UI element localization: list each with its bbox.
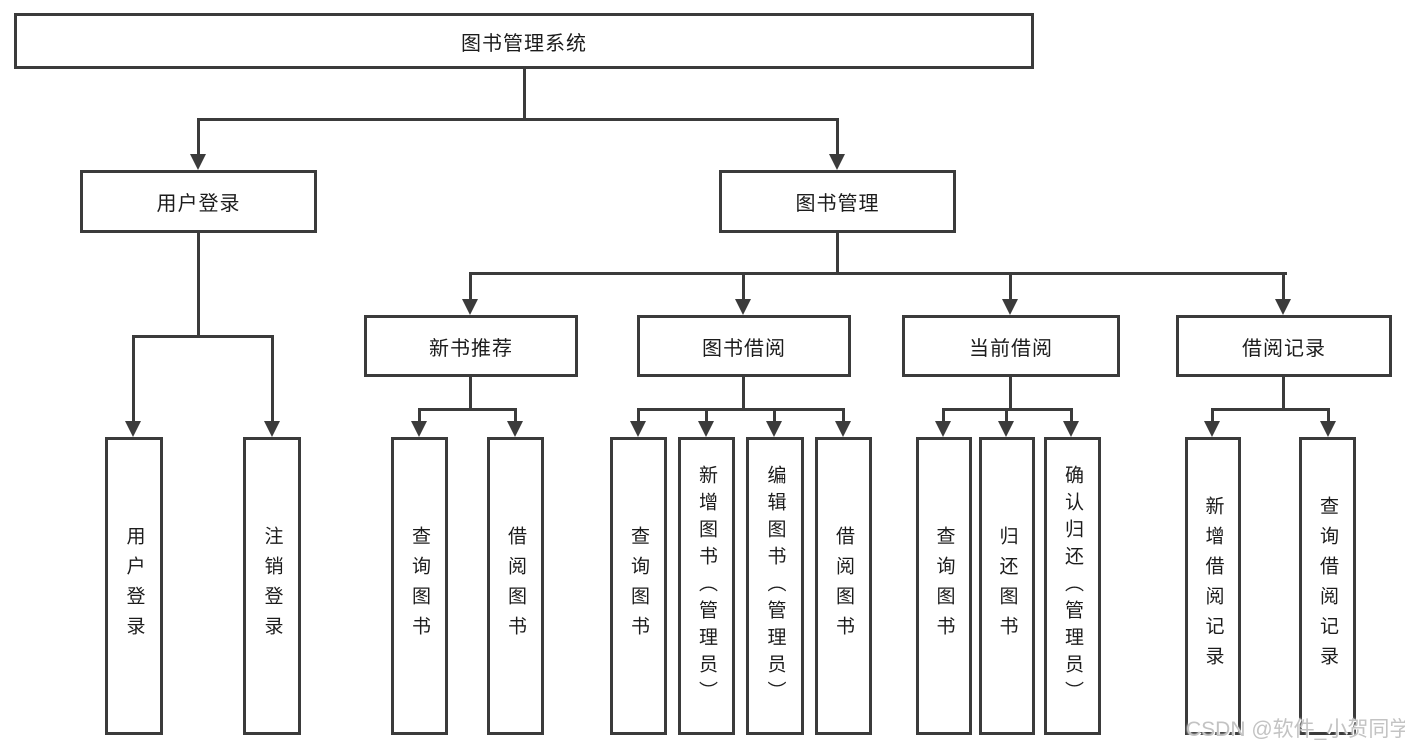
connector-line — [836, 233, 839, 272]
leaf-current-query-books: 查询图书 — [916, 437, 972, 735]
connector-line — [418, 408, 421, 421]
connector-line — [1327, 408, 1330, 421]
leaf-record-query-record: 查询借阅记录 — [1299, 437, 1356, 735]
connector-line — [514, 408, 517, 421]
connector-line — [637, 408, 845, 411]
leaf-current-return-books: 归还图书 — [979, 437, 1035, 735]
leaf-borrow-add-books-admin: 新增图书（管理员） — [678, 437, 735, 735]
leaf-label: 查询图书 — [409, 526, 430, 646]
leaf-label: 查询图书 — [933, 526, 955, 646]
connector-line — [132, 335, 274, 338]
connector-line — [705, 408, 708, 421]
arrow-down-icon — [935, 421, 951, 437]
connector-line — [469, 377, 472, 408]
connector-line — [1211, 408, 1214, 421]
connector-line — [469, 272, 472, 300]
connector-line — [742, 377, 745, 408]
arrow-down-icon — [411, 421, 427, 437]
arrow-down-icon — [1204, 421, 1220, 437]
connector-line — [1211, 408, 1330, 411]
arrow-down-icon — [462, 299, 478, 315]
arrow-down-icon — [766, 421, 782, 437]
leaf-logout: 注销登录 — [243, 437, 301, 735]
arrow-down-icon — [698, 421, 714, 437]
leaf-label: 借阅图书 — [833, 526, 854, 646]
leaf-label: 查询借阅记录 — [1317, 496, 1338, 676]
leaf-label: 新增借阅记录 — [1202, 496, 1224, 676]
leaf-label: 用户登录 — [123, 526, 145, 646]
node-book-borrow: 图书借阅 — [637, 315, 851, 377]
leaf-label: 查询图书 — [628, 526, 649, 646]
connector-line — [1005, 408, 1008, 421]
node-borrow-record: 借阅记录 — [1176, 315, 1392, 377]
leaf-label: 归还图书 — [996, 526, 1018, 646]
leaf-label: 注销登录 — [261, 526, 283, 646]
node-user-login-label: 用户登录 — [156, 193, 241, 215]
leaf-newrec-query-books: 查询图书 — [391, 437, 448, 735]
connector-line — [942, 408, 945, 421]
connector-line — [418, 408, 517, 411]
csdn-watermark: CSDN @软件_小贺同学 — [1186, 718, 1405, 741]
connector-line — [842, 408, 845, 421]
connector-line — [197, 233, 200, 335]
node-book-borrow-label: 图书借阅 — [702, 337, 786, 360]
arrow-down-icon — [1002, 299, 1018, 315]
leaf-label: 编辑图书（管理员） — [764, 464, 786, 708]
leaf-borrow-edit-books-admin: 编辑图书（管理员） — [746, 437, 804, 735]
connector-line — [637, 408, 640, 421]
arrow-down-icon — [264, 421, 280, 437]
leaf-label: 确认归还（管理员） — [1062, 464, 1083, 708]
connector-line — [1282, 377, 1285, 408]
connector-line — [742, 272, 745, 300]
leaf-record-add-record: 新增借阅记录 — [1185, 437, 1241, 735]
leaf-borrow-query-books: 查询图书 — [610, 437, 667, 735]
node-new-book-rec-label: 新书推荐 — [429, 337, 513, 360]
leaf-user-login: 用户登录 — [105, 437, 163, 735]
arrow-down-icon — [829, 154, 845, 170]
node-new-book-rec: 新书推荐 — [364, 315, 578, 377]
arrow-down-icon — [1063, 421, 1079, 437]
connector-line — [1009, 377, 1012, 408]
connector-line — [132, 335, 135, 421]
leaf-borrow-borrow-books: 借阅图书 — [815, 437, 872, 735]
connector-line — [1282, 272, 1285, 300]
arrow-down-icon — [125, 421, 141, 437]
node-current-borrow: 当前借阅 — [902, 315, 1120, 377]
connector-line — [1070, 408, 1073, 421]
connector-line — [271, 335, 274, 421]
node-book-mgmt: 图书管理 — [719, 170, 956, 233]
leaf-current-confirm-return-admin: 确认归还（管理员） — [1044, 437, 1101, 735]
node-current-borrow-label: 当前借阅 — [969, 337, 1053, 360]
arrow-down-icon — [630, 421, 646, 437]
leaf-label: 借阅图书 — [505, 526, 526, 646]
node-root: 图书管理系统 — [14, 13, 1034, 69]
leaf-label: 新增图书（管理员） — [696, 464, 717, 708]
arrow-down-icon — [1320, 421, 1336, 437]
connector-line — [523, 69, 526, 118]
leaf-newrec-borrow-books: 借阅图书 — [487, 437, 544, 735]
arrow-down-icon — [835, 421, 851, 437]
connector-line — [836, 118, 839, 155]
arrow-down-icon — [735, 299, 751, 315]
node-user-login: 用户登录 — [80, 170, 317, 233]
connector-line — [197, 118, 839, 121]
arrow-down-icon — [998, 421, 1014, 437]
arrow-down-icon — [507, 421, 523, 437]
connector-line — [469, 272, 1287, 275]
node-borrow-record-label: 借阅记录 — [1242, 337, 1326, 360]
connector-line — [197, 118, 200, 155]
connector-line — [1009, 272, 1012, 300]
arrow-down-icon — [190, 154, 206, 170]
arrow-down-icon — [1275, 299, 1291, 315]
node-book-mgmt-label: 图书管理 — [795, 193, 880, 215]
node-root-label: 图书管理系统 — [461, 32, 587, 55]
connector-line — [773, 408, 776, 421]
